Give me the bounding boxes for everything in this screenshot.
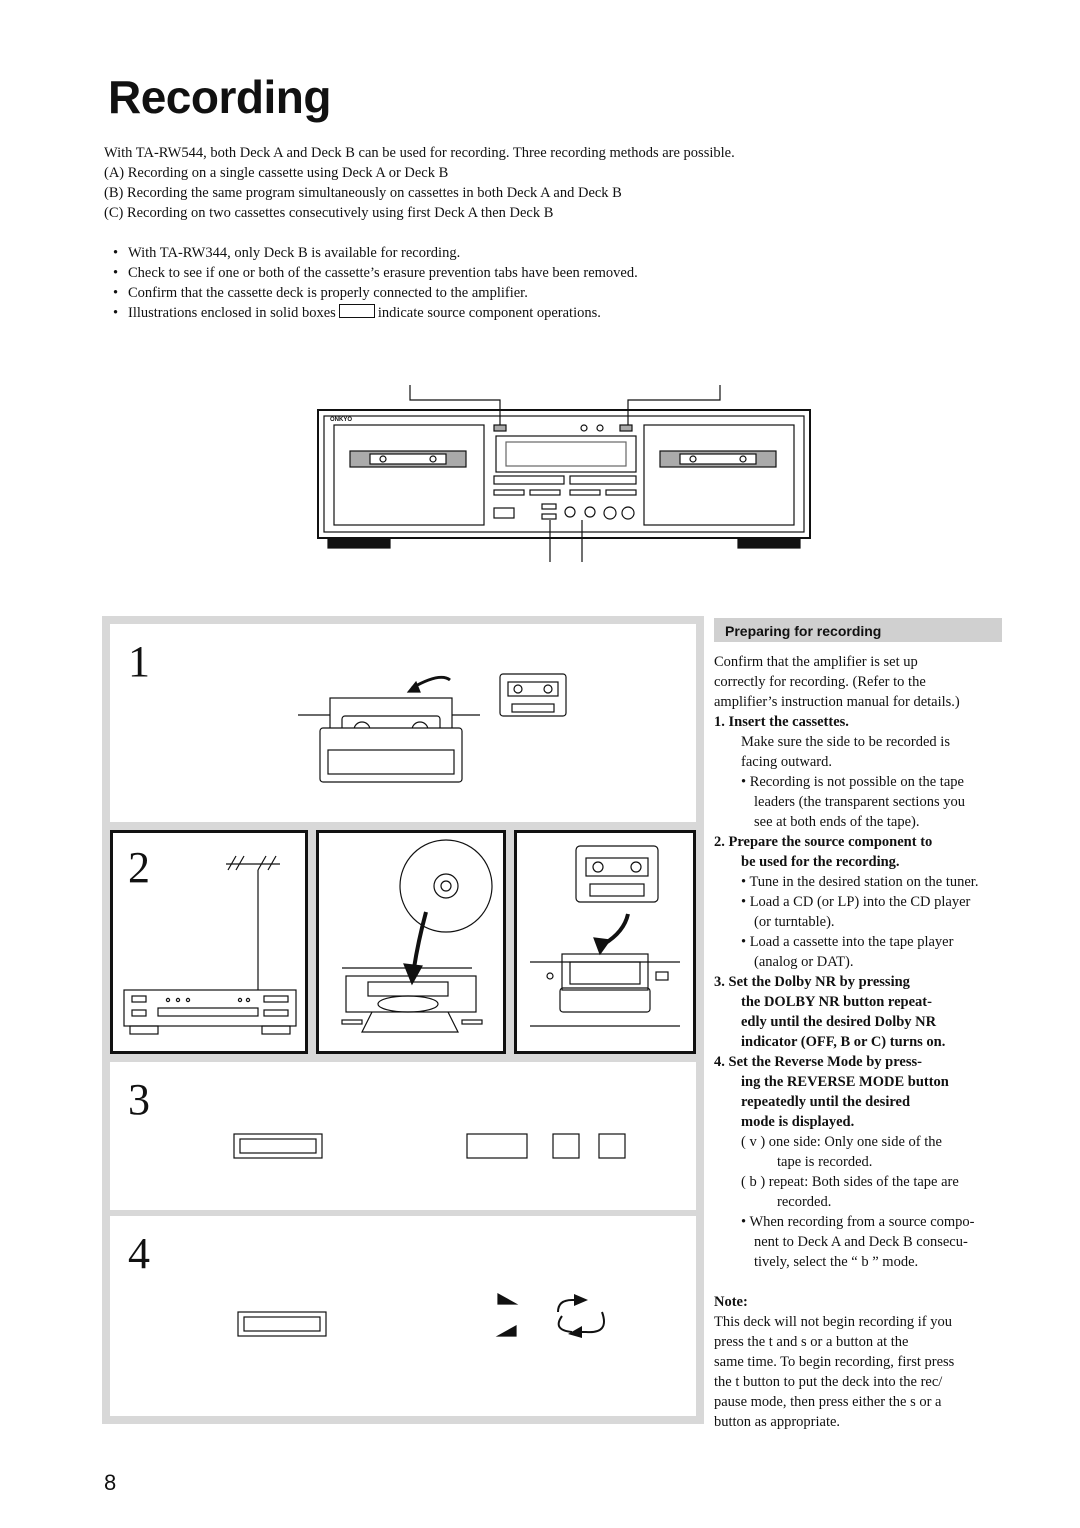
brand-logo: ONKYO	[330, 417, 352, 423]
instruction-line: indicator (OFF, B or C) turns on.	[741, 1034, 946, 1050]
instruction-line: ( b ) repeat: Both sides of the tape are	[741, 1174, 959, 1190]
instruction-line: tape is recorded.	[777, 1154, 873, 1170]
instruction-line: Confirm that the amplifier is set up	[714, 654, 918, 670]
instruction-line: nent to Deck A and Deck B consecu-	[754, 1234, 968, 1250]
note-line: press the t and s or a button at the	[714, 1334, 909, 1350]
instruction-line: 3. Set the Dolby NR by pressing	[714, 974, 910, 990]
intro-lead: With TA-RW544, both Deck A and Deck B ca…	[104, 145, 735, 161]
bullet-text: indicate source component operations.	[377, 305, 601, 321]
note-line: pause mode, then press either the s or a	[714, 1394, 942, 1410]
instruction-line: • Load a cassette into the tape player	[741, 934, 954, 950]
insert-cassette-illustration	[298, 673, 567, 783]
method-c: (C) Recording on two cassettes consecuti…	[104, 205, 554, 221]
note-text: This deck will not begin recording if yo…	[714, 1312, 1004, 1432]
instruction-line: leaders (the transparent sections you	[754, 794, 965, 810]
instruction-line: correctly for recording. (Refer to the	[714, 674, 926, 690]
instruction-line: see at both ends of the tape).	[754, 814, 920, 830]
instruction-line: the DOLBY NR button repeat-	[741, 994, 932, 1010]
step-number: 4	[128, 1229, 150, 1278]
note-line: same time. To begin recording, first pre…	[714, 1354, 955, 1370]
bullet-text: With TA-RW344, only Deck B is available …	[128, 245, 461, 261]
method-a: (A) Recording on a single cassette using…	[104, 165, 449, 181]
page-number: 8	[104, 1470, 117, 1495]
step-1-box	[110, 624, 696, 822]
bullet-item: •With TA-RW344, only Deck B is available…	[113, 245, 461, 261]
preparing-heading: Preparing for recording	[714, 618, 1002, 642]
instruction-line: repeatedly until the desired	[741, 1094, 911, 1110]
instruction-line: • Recording is not possible on the tape	[741, 774, 964, 790]
instruction-line: 2. Prepare the source component to	[714, 834, 933, 850]
instruction-line: amplifier’s instruction manual for detai…	[714, 694, 960, 710]
instruction-line: edly until the desired Dolby NR	[741, 1014, 937, 1030]
instruction-line: • When recording from a source compo-	[741, 1214, 975, 1230]
bullet-text: Confirm that the cassette deck is proper…	[128, 285, 528, 301]
instruction-line: be used for the recording.	[741, 854, 900, 870]
bullet-item: •Check to see if one or both of the cass…	[113, 265, 638, 281]
step-3-box	[110, 1062, 696, 1210]
note-heading: Note:	[714, 1294, 748, 1310]
instruction-line: recorded.	[777, 1194, 832, 1210]
dolby-nr-illustration	[233, 1133, 626, 1159]
step-4-box	[110, 1216, 696, 1416]
step-number: 1	[128, 637, 150, 686]
solid-box-icon	[338, 304, 375, 318]
instruction-line: facing outward.	[741, 754, 832, 770]
preparing-instructions: Confirm that the amplifier is set up corr…	[714, 652, 1004, 1272]
instruction-line: ( v ) one side: Only one side of the	[741, 1134, 942, 1150]
bullet-text: Check to see if one or both of the casse…	[128, 265, 638, 281]
instruction-line: Make sure the side to be recorded is	[741, 734, 950, 750]
instruction-line: mode is displayed.	[741, 1114, 855, 1130]
instruction-line: • Tune in the desired station on the tun…	[741, 874, 979, 890]
note-line: This deck will not begin recording if yo…	[714, 1314, 952, 1330]
page-title: Recording	[108, 71, 331, 123]
step-2-cd-box	[316, 830, 506, 1054]
instruction-line: tively, select the “ b ” mode.	[754, 1254, 919, 1270]
tuner-antenna-illustration	[123, 855, 297, 1035]
note-line: the t button to put the deck into the re…	[714, 1374, 943, 1390]
reverse-mode-illustration	[237, 1292, 605, 1338]
instruction-line: 4. Set the Reverse Mode by press-	[714, 1054, 922, 1070]
bullet-text: Illustrations enclosed in solid boxes	[128, 305, 336, 321]
instruction-line: ing the REVERSE MODE button	[741, 1074, 949, 1090]
instruction-line: 1. Insert the cassettes.	[714, 714, 849, 730]
step-number: 3	[128, 1075, 150, 1124]
cd-player-illustration	[341, 839, 493, 1033]
cassette-deck-illustration: ONKYO	[317, 385, 811, 562]
instruction-line: • Load a CD (or LP) into the CD player	[741, 894, 971, 910]
note-line: button as appropriate.	[714, 1414, 841, 1430]
step-2-tuner-box	[110, 830, 308, 1054]
method-b: (B) Recording the same program simultane…	[104, 185, 622, 201]
tape-player-illustration	[530, 845, 680, 1027]
bullet-item: •Confirm that the cassette deck is prope…	[113, 285, 528, 301]
instruction-line: (analog or DAT).	[754, 954, 854, 970]
step-number: 2	[128, 843, 150, 892]
instruction-line: (or turntable).	[754, 914, 835, 930]
